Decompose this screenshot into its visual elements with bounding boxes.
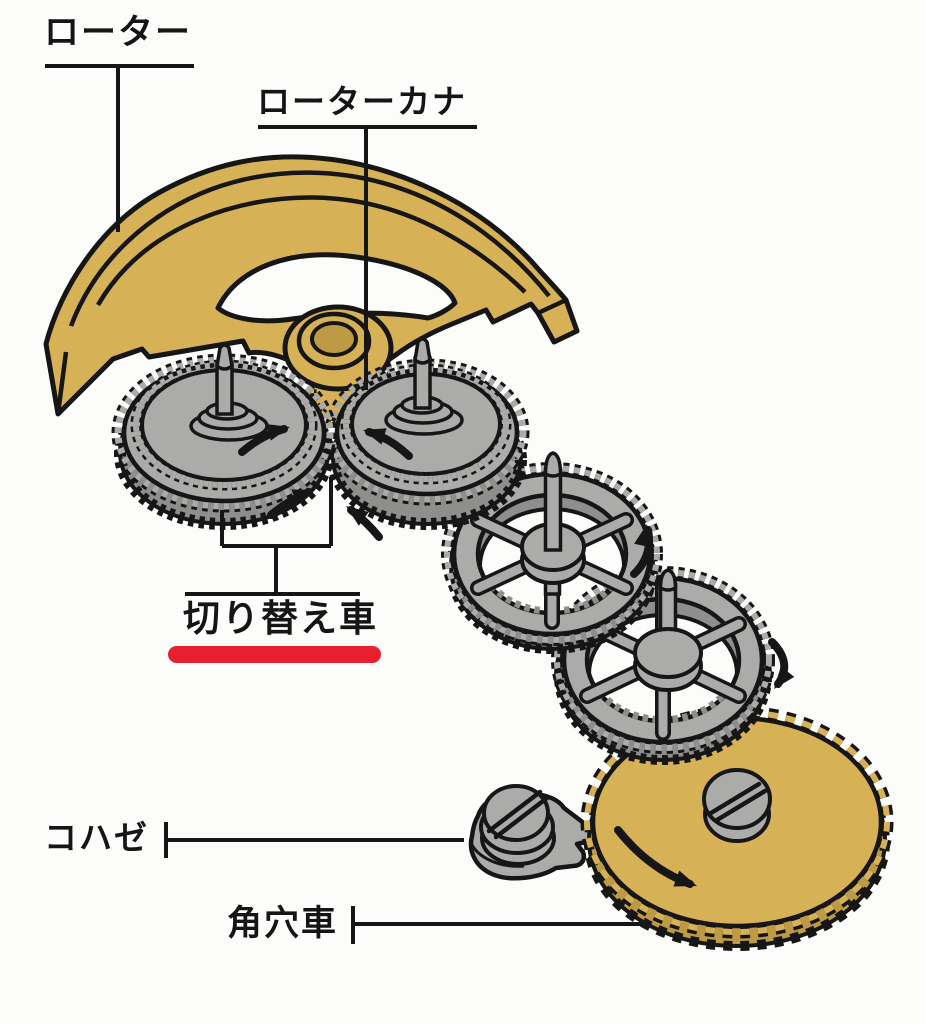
red-underline — [168, 646, 381, 663]
click-screw — [479, 784, 556, 866]
ratchet-leader — [351, 906, 646, 944]
rotor-contour-lines — [55, 170, 567, 415]
rotor-pinion-leader — [258, 125, 477, 390]
label-rotor-pinion: ローターカナ — [257, 83, 467, 120]
rotation-arrows — [238, 424, 795, 888]
switching-wheel-right — [324, 337, 530, 530]
rotor-cutout — [215, 252, 458, 324]
switching-wheel-left — [111, 343, 337, 530]
click-leader — [164, 822, 464, 858]
rotor-leader — [45, 64, 194, 232]
label-rotor: ローター — [44, 13, 193, 52]
label-switching-wheel: 切り替え車 — [183, 598, 378, 639]
rotor-part — [43, 154, 580, 428]
label-click: コハゼ — [44, 819, 149, 856]
switching-wheel-right-pivot — [384, 337, 464, 436]
gear1-axle — [520, 451, 586, 596]
intermediate-wheel-lower — [551, 566, 775, 765]
click-body-edge — [469, 842, 525, 868]
intermediate-wheel-upper — [441, 451, 663, 654]
gear2-axle — [633, 568, 703, 692]
leader-lines — [45, 64, 646, 944]
label-ratchet-wheel: 角穴車 — [227, 904, 339, 943]
switching-wheel-left-pivot — [189, 343, 269, 442]
click-part — [468, 784, 597, 881]
switching-wheel-bracket — [185, 477, 360, 596]
ratchet-screw — [702, 768, 772, 843]
